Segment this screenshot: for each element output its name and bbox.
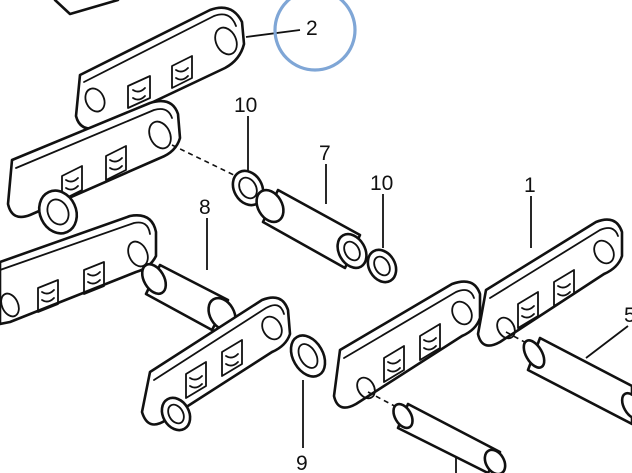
- track-pin-lower[interactable]: [390, 401, 510, 473]
- callout-1[interactable]: 1: [524, 174, 536, 197]
- link-boss-lower: [160, 396, 192, 432]
- callout-8[interactable]: 8: [199, 196, 211, 219]
- seal-ring-10-right[interactable]: [362, 245, 402, 287]
- track-link-lower-right[interactable]: [332, 280, 482, 409]
- track-link-lower-center[interactable]: [140, 296, 292, 426]
- track-link-upper-left[interactable]: [6, 99, 182, 219]
- callout-7[interactable]: 7: [319, 142, 331, 165]
- callout-10-upper[interactable]: 10: [234, 94, 257, 117]
- track-link-1[interactable]: [476, 218, 624, 347]
- assembly-axis-lower: [367, 391, 403, 411]
- callout-5[interactable]: 5: [624, 304, 632, 327]
- callout-2[interactable]: 2: [306, 17, 318, 40]
- track-pin-5[interactable]: [520, 336, 632, 426]
- seal-ring-9[interactable]: [284, 329, 332, 382]
- seal-ring-10-upper[interactable]: [227, 165, 269, 210]
- leader-lines: [206, 29, 629, 473]
- assembly-axis-right: [505, 331, 533, 347]
- assembly-axis-upper: [171, 144, 241, 179]
- upper-part-edge: [53, 0, 120, 16]
- track-link-middle-left[interactable]: [0, 214, 158, 326]
- track-link-2[interactable]: [74, 6, 246, 131]
- callout-10-right[interactable]: 10: [370, 172, 393, 195]
- link-boss: [37, 189, 79, 235]
- callout-9[interactable]: 9: [296, 452, 308, 473]
- bushing-8[interactable]: [137, 260, 241, 335]
- callout-highlight-circle: [273, 0, 357, 72]
- bushing-7[interactable]: [251, 185, 372, 273]
